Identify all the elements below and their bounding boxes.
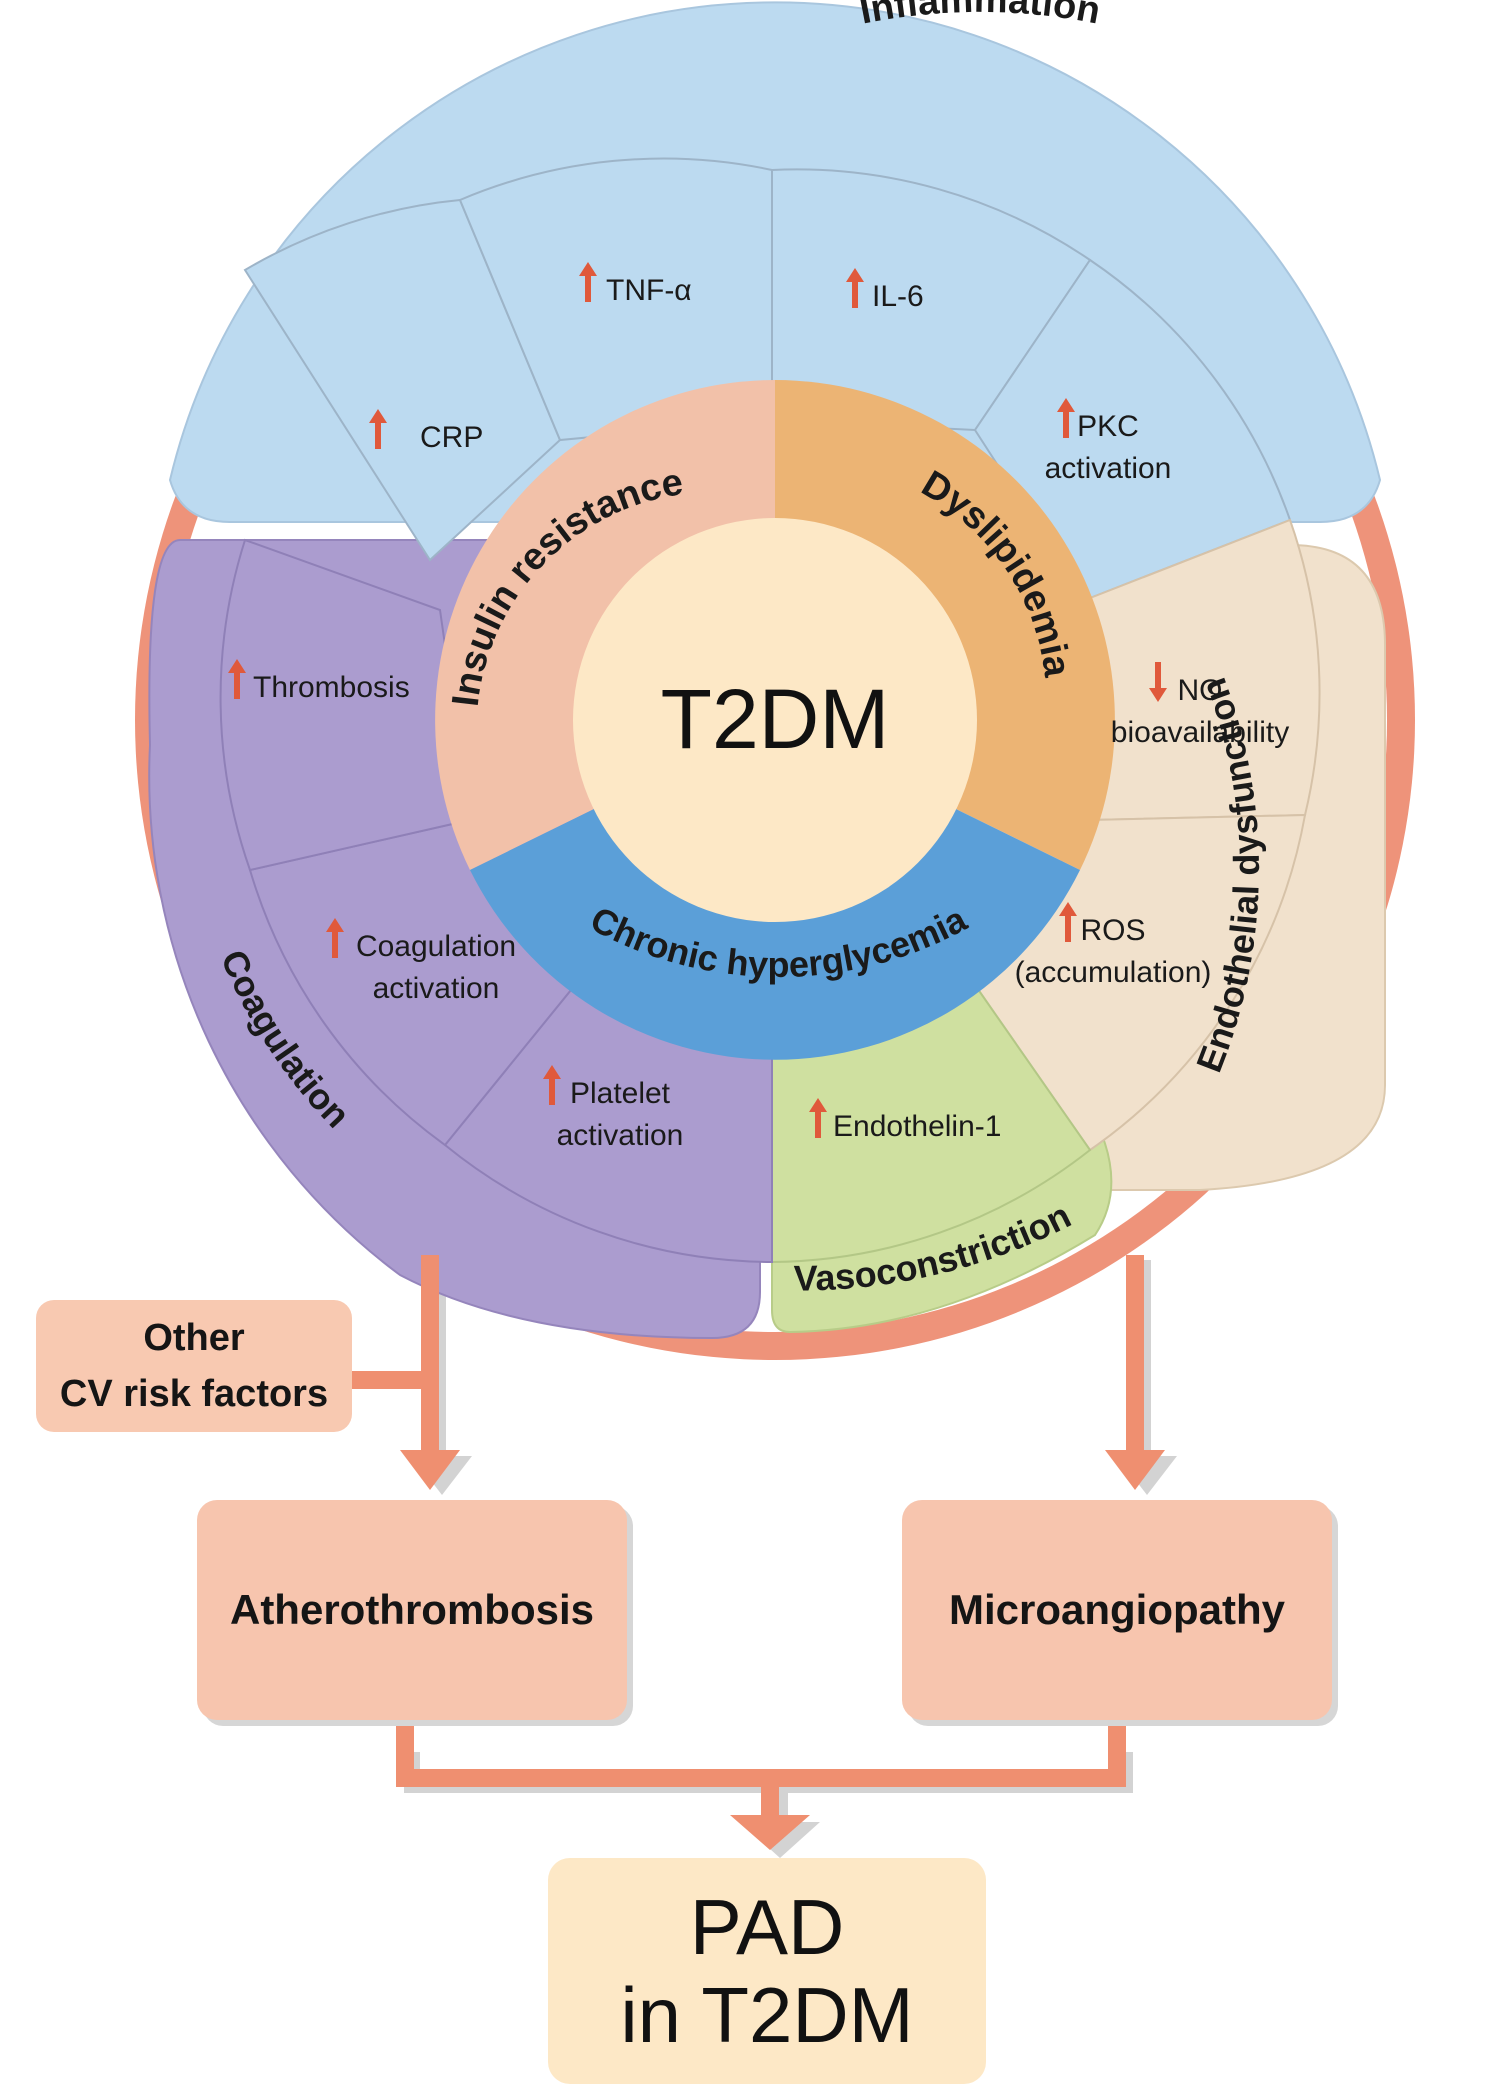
factor-no-line: NO xyxy=(1178,674,1223,707)
factor-thrombosis: Thrombosis xyxy=(228,659,410,704)
atherothrombosis-box: Atherothrombosis xyxy=(197,1500,627,1720)
arrowhead-pad xyxy=(730,1815,810,1850)
arrow-up-icon xyxy=(543,1065,561,1105)
factor-platelet: Platelet activation xyxy=(543,1065,683,1152)
arrow-up-icon xyxy=(809,1098,827,1138)
factor-il6-line: IL-6 xyxy=(872,280,924,313)
arrow-up-icon xyxy=(369,409,387,449)
microangiopathy-label: Microangiopathy xyxy=(948,1586,1286,1633)
arrowhead-microangiopathy xyxy=(1105,1450,1165,1490)
factor-coag-line: activation xyxy=(373,972,500,1005)
factor-ros: ROS (accumulation) xyxy=(1015,902,1212,989)
other-risk-factors-box: Other CV risk factors xyxy=(36,1300,352,1432)
connectors xyxy=(352,1255,1144,1820)
microangiopathy-box: Microangiopathy xyxy=(902,1500,1332,1720)
arrow-up-icon xyxy=(579,262,597,302)
factor-ros-line: (accumulation) xyxy=(1015,956,1212,989)
factor-il6: IL-6 xyxy=(846,268,924,313)
factor-thrombosis-line: Thrombosis xyxy=(253,671,410,704)
arrow-up-icon xyxy=(1057,398,1075,438)
factor-pkc-line: PKC xyxy=(1077,410,1139,443)
atherothrombosis-label: Atherothrombosis xyxy=(229,1586,594,1633)
arrow-up-icon xyxy=(846,268,864,308)
factor-ros-line: ROS xyxy=(1080,914,1145,947)
arrow-down-icon xyxy=(1149,662,1167,702)
factor-platelet-line: activation xyxy=(557,1119,684,1152)
factor-wedges xyxy=(219,157,1321,1264)
factor-endothelin: Endothelin-1 xyxy=(809,1098,1001,1143)
factor-crp-line: CRP xyxy=(420,421,483,454)
factor-coag-line: Coagulation xyxy=(356,930,516,963)
factor-crp: CRP xyxy=(369,409,483,454)
pad-box: PAD in T2DM xyxy=(548,1858,986,2084)
factor-tnf: TNF-α xyxy=(579,262,692,307)
center-title: T2DM xyxy=(661,672,890,766)
merge-connector xyxy=(396,1722,1126,1787)
center-circle xyxy=(573,518,977,922)
other-risk-line1: Other xyxy=(143,1317,245,1359)
factor-endothelin-line: Endothelin-1 xyxy=(833,1110,1001,1143)
factor-tnf-line: TNF-α xyxy=(606,274,692,307)
arrow-up-icon xyxy=(228,659,246,699)
arrowhead-atherothrombosis xyxy=(400,1450,460,1490)
pad-line2: in T2DM xyxy=(620,1971,914,2059)
factor-pkc: PKC activation xyxy=(1045,398,1172,485)
arrow-up-icon xyxy=(326,918,344,958)
arrow-up-icon xyxy=(1059,902,1077,942)
factor-no: NO bioavailability xyxy=(1111,662,1289,749)
factor-coag: Coagulation activation xyxy=(326,918,516,1005)
pad-line1: PAD xyxy=(689,1883,845,1971)
factor-no-line: bioavailability xyxy=(1111,716,1289,749)
factor-pkc-line: activation xyxy=(1045,452,1172,485)
other-risk-line2: CV risk factors xyxy=(59,1373,329,1415)
factor-platelet-line: Platelet xyxy=(570,1077,671,1110)
